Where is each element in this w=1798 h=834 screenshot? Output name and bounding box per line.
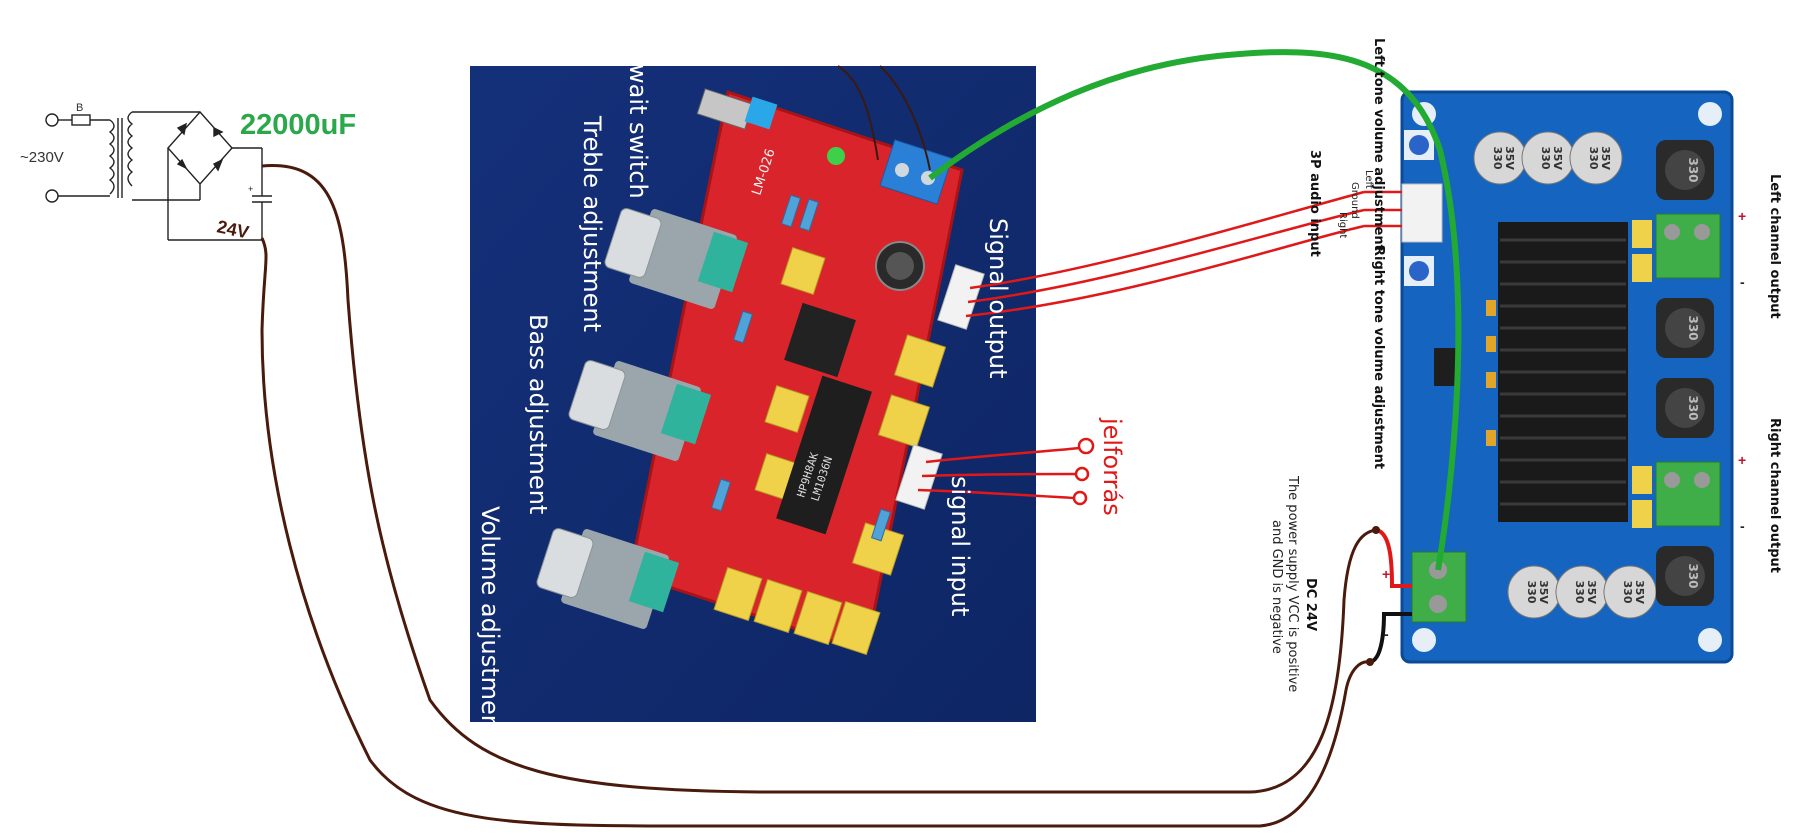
signal-input-label: signal input [946,476,974,617]
left-tone-label: Left tone volume adjustment [1371,38,1386,251]
power-terminal-blue [879,139,953,205]
mains-terminal-top [45,113,59,127]
svg-text:+: + [248,184,253,194]
transformer-primary [108,119,115,195]
inductor-marking: 330 [1686,563,1700,588]
signal-output-wires [965,190,1365,318]
dc-minus-sign: - [1384,626,1389,642]
inductors [1656,140,1714,606]
right-tone-label: Right tone volume adjustment [1371,246,1386,470]
cap-voltage: 35V [1633,580,1646,604]
cap-voltage: 35V [1503,146,1516,170]
wait-switch-label: wait switch [624,64,652,199]
left-output-terminal [1655,213,1721,279]
signal-source-note: jelforrás [1098,418,1126,516]
dc-plus-sign: + [1382,566,1391,582]
bass-potentiometer [568,360,712,461]
tone-board-photo: HP9H8AK LM1036N LM-026 [470,65,1036,722]
cap-voltage: 35V [1599,146,1612,170]
top-capacitors [1473,131,1623,185]
volume-adjustment-label: Volume adjustment [476,506,504,740]
bridge-rectifier [167,110,233,186]
power-wire-negative [260,237,1371,828]
bass-adjustment-label: Bass adjustment [524,314,552,515]
power-wire-positive [261,164,1377,794]
inductor-marking: 330 [1686,157,1700,182]
voltage-regulator [784,302,856,378]
fuse-label: B [76,102,83,114]
right-channel-output-label: Right channel output [1767,418,1782,573]
mains-voltage-label: ~230V [20,149,64,166]
right-pin-label: Right [1337,212,1348,239]
signal-input-loops [1072,437,1095,506]
treble-potentiometer [604,208,749,309]
left-channel-output-label: Left channel output [1767,174,1782,319]
left-out-plus: + [1738,208,1747,224]
inductor-marking: 330 [1686,395,1700,420]
capacitor-value-label: 22000uF [240,109,356,141]
left-out-minus: - [1740,274,1745,290]
dc-positive-lead [1375,528,1412,588]
inductor-marking: 330 [1686,315,1700,340]
cap-value: 330 [1525,581,1538,604]
audio-input-label: 3P audio input [1307,150,1322,257]
power-supply-schematic: + [45,110,272,241]
ground-pin-label: Ground [1349,182,1360,219]
cap-voltage: 35V [1585,580,1598,604]
power-led [827,147,845,165]
fuse-symbol [71,114,91,126]
power-feed-wire [928,49,1462,571]
transformer-secondary [127,111,134,187]
cap-voltage: 35V [1551,146,1564,170]
dc-note-line-1: The power supply VCC is positive [1285,476,1300,693]
cap-voltage: 35V [1537,580,1550,604]
cap-value: 330 [1621,581,1634,604]
mains-terminal-bottom [45,189,59,203]
cap-value: 330 [1491,147,1504,170]
left-pin-label: Left [1363,170,1374,189]
right-output-terminal [1655,461,1721,527]
dc-voltage-title: DC 24V [1303,578,1318,632]
right-out-plus: + [1738,452,1747,468]
supply-voltage-label: 24V [215,216,250,242]
cap-value: 330 [1539,147,1552,170]
right-out-minus: - [1740,518,1745,534]
signal-output-label: Signal output [984,218,1012,379]
dc-note-line-2: and GND is negative [1269,520,1284,654]
lm1036-chip [776,375,872,535]
cap-value: 330 [1573,581,1586,604]
signal-input-wires [917,446,1081,500]
audio-input-connector [1401,183,1443,243]
bottom-capacitors [1507,565,1657,619]
cap-value: 330 [1587,147,1600,170]
volume-potentiometer [536,528,680,629]
treble-adjustment-label: Treble adjustment [578,116,606,333]
amplifier-board-photo: 330 35V 330 35V 330 35V 330 35V 330 35V … [1400,90,1734,664]
